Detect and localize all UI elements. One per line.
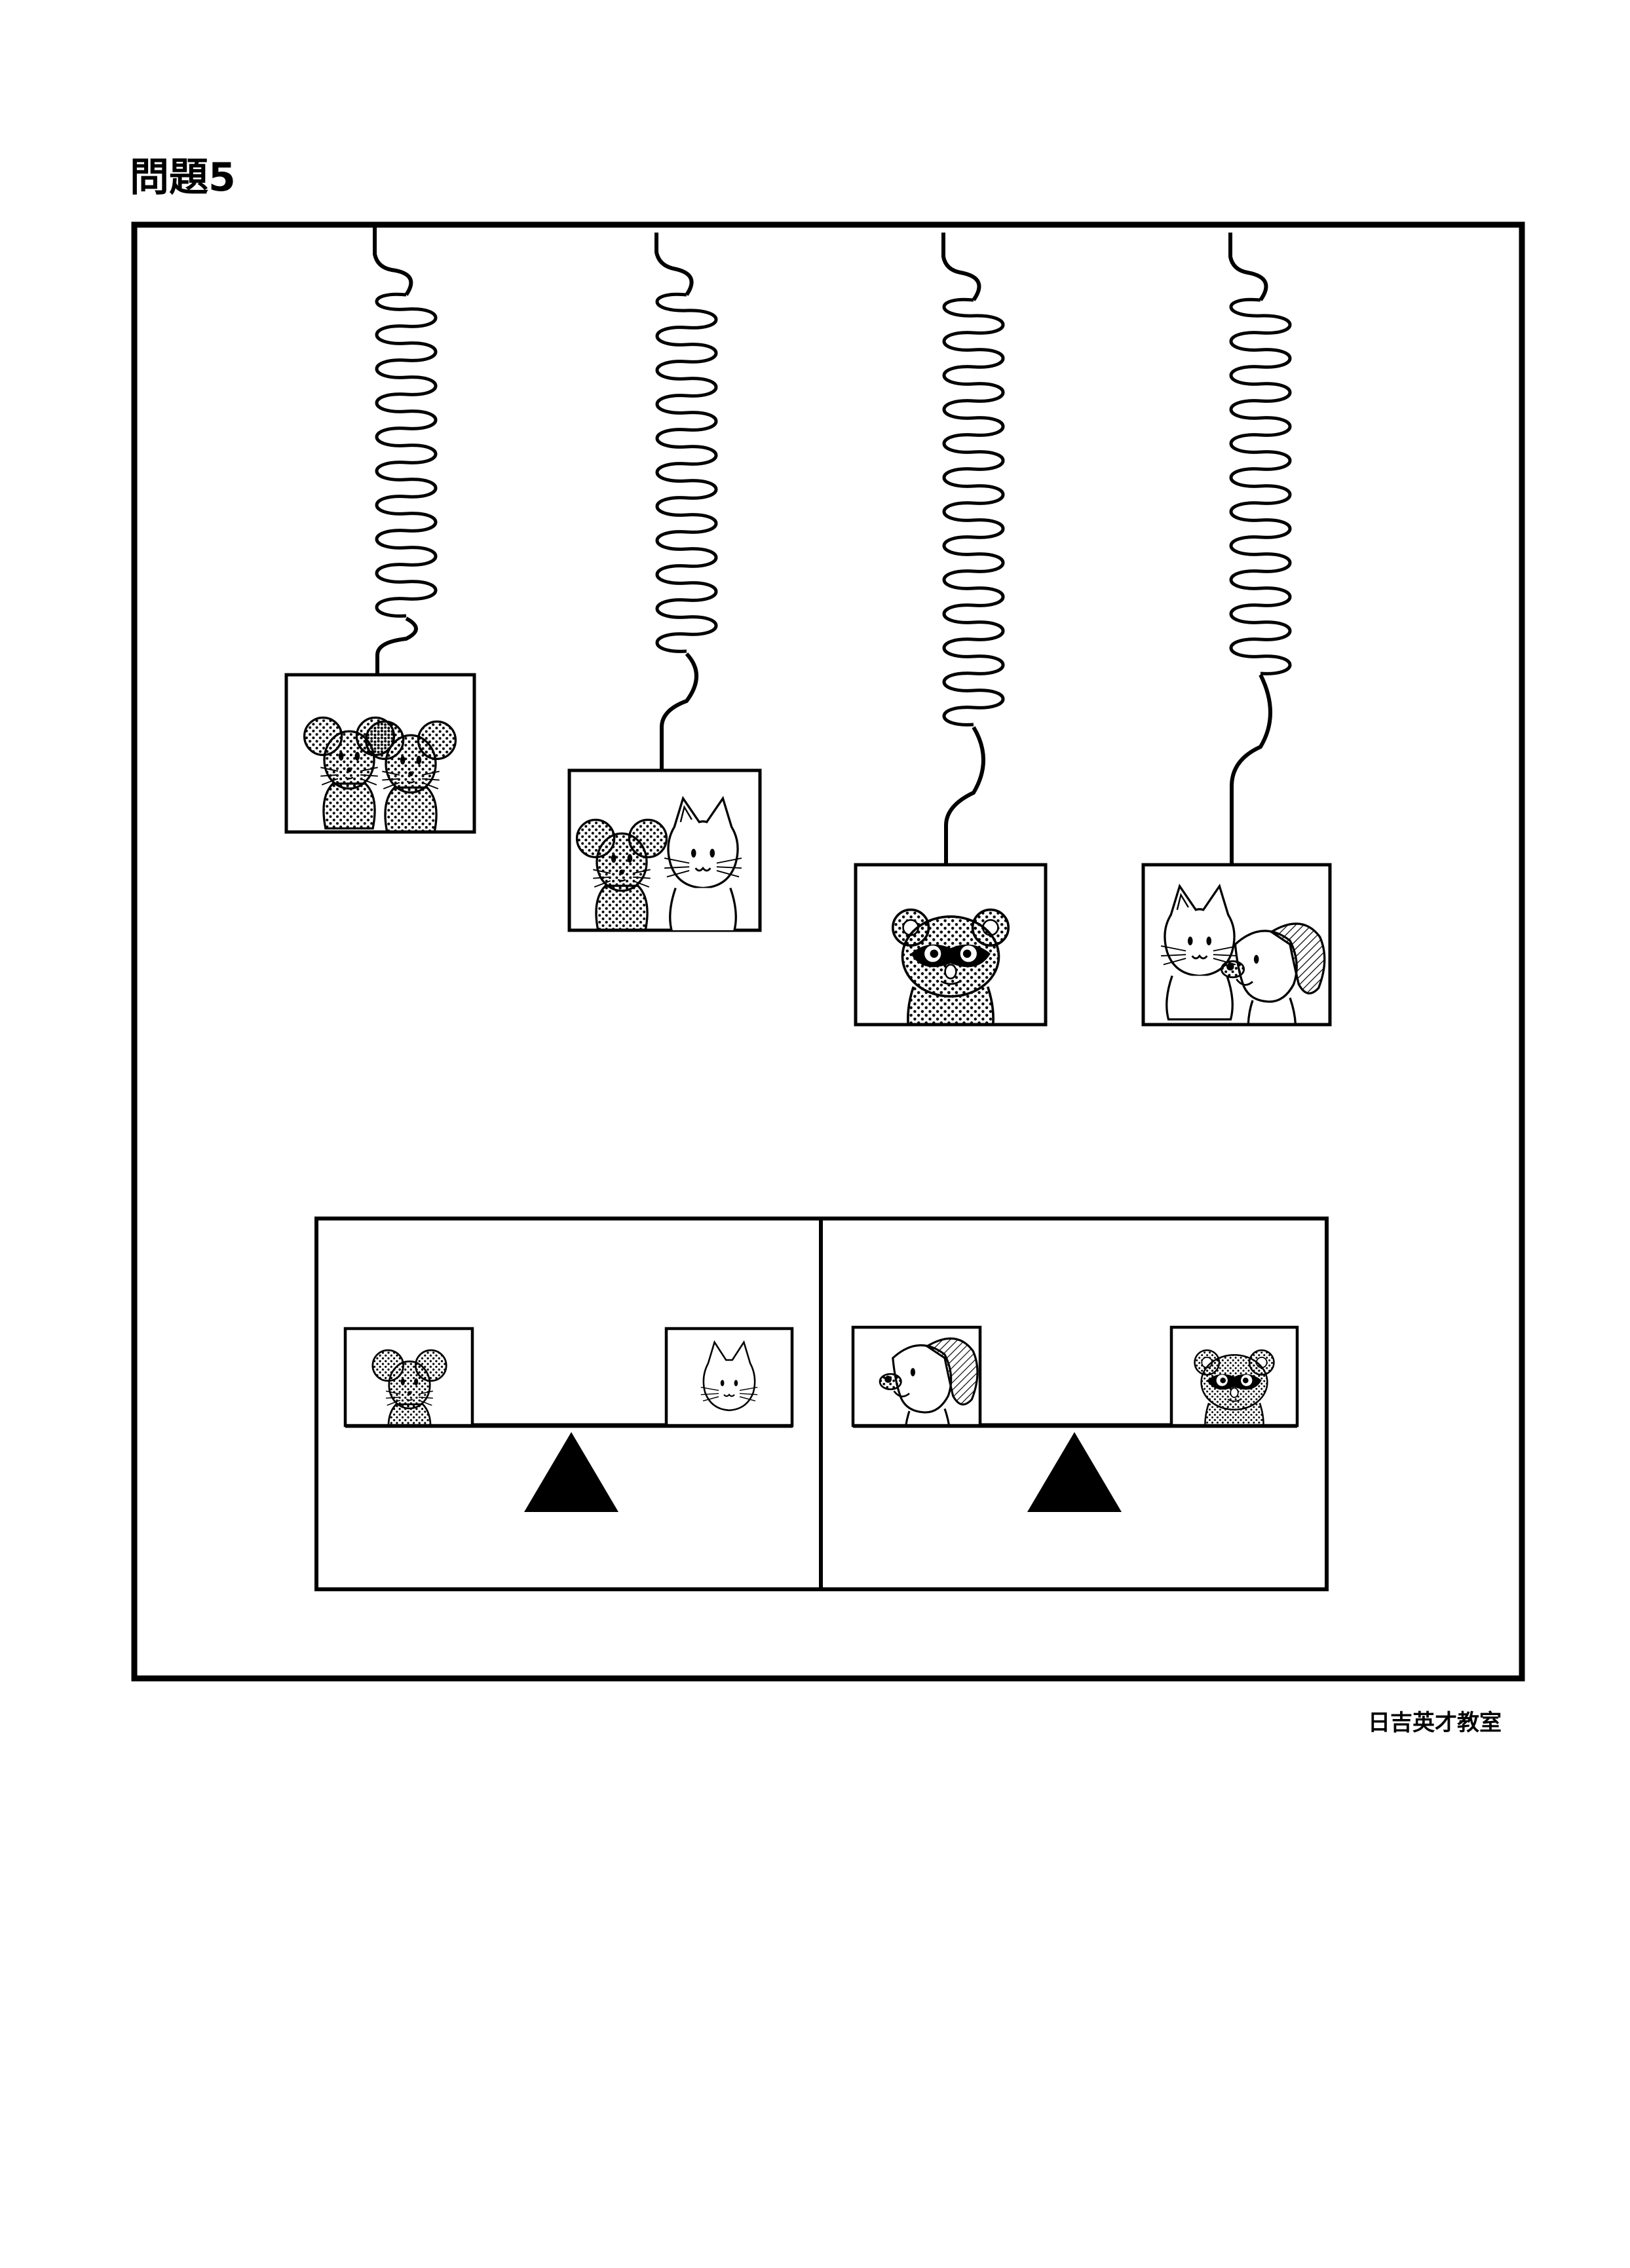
raccoon-dog-icon <box>1194 1349 1275 1426</box>
spring-2 <box>567 233 762 932</box>
spring-4 <box>1141 233 1332 1027</box>
problem-title: 問題5 <box>130 155 236 200</box>
spring-3 <box>854 233 1048 1027</box>
publisher-credit: 日吉英才教室 <box>1368 1710 1502 1736</box>
outer-frame <box>131 221 1525 1682</box>
balance-2 <box>851 1325 1299 1512</box>
balance-1 <box>343 1327 794 1512</box>
raccoon-dog-icon <box>891 908 1010 1025</box>
spring-1 <box>284 225 476 834</box>
